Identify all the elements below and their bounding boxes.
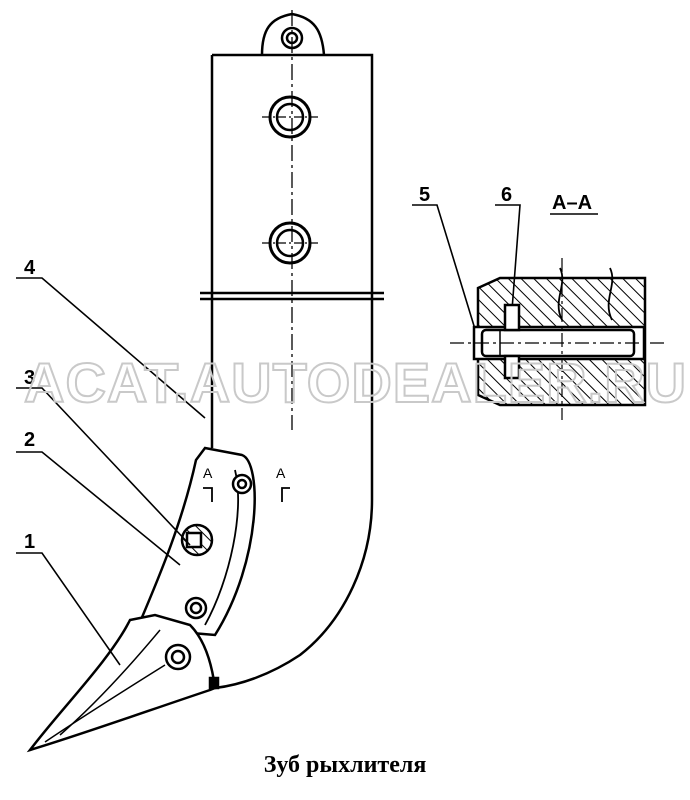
leader-lines xyxy=(16,204,521,666)
callout-5: 5 xyxy=(419,184,430,206)
callout-2: 2 xyxy=(24,429,35,451)
section-marks xyxy=(203,487,290,502)
protector-plate xyxy=(138,446,256,637)
callout-1: 1 xyxy=(24,531,35,553)
section-mark-left: A xyxy=(203,465,213,481)
callout-4: 4 xyxy=(24,257,36,279)
callout-6: 6 xyxy=(501,184,512,206)
section-title: A–A xyxy=(552,192,592,214)
watermark: ACAT.AUTODEALER.RU xyxy=(24,351,687,414)
section-mark-right: A xyxy=(276,465,286,481)
callout-3: 3 xyxy=(24,367,35,389)
tooth-tip xyxy=(26,613,220,753)
drawing-caption: Зуб рыхлителя xyxy=(263,752,427,778)
